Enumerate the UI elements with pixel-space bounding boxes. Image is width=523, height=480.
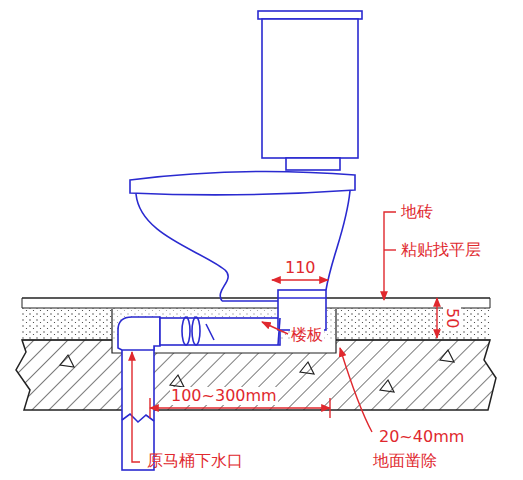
leader-lines-part (262, 322, 288, 334)
floor-tile-part (22, 297, 490, 299)
toilet-part (278, 297, 326, 299)
floor-tile-part (22, 307, 490, 308)
leader-lines-part (384, 249, 396, 250)
material-label: 粘贴找平层 (400, 241, 482, 259)
floor-slab-part-part (300, 362, 314, 374)
dimension-lines-part (272, 279, 328, 280)
dimension-label: 50 (443, 307, 461, 329)
dimension-lines-part (150, 407, 330, 408)
note-label: 地面凿除 (372, 452, 438, 470)
floor-slab-part-part (170, 375, 184, 387)
floor-slab-part-part (440, 350, 454, 362)
floor-tile-part (490, 298, 491, 308)
floor-tile-part (22, 298, 23, 308)
dimension-lines-part (329, 398, 330, 418)
dimension-lines (150, 280, 437, 418)
drain-pipe-part (206, 324, 214, 340)
toilet-part (130, 171, 355, 194)
leader-lines-part (384, 212, 396, 300)
toilet-part (222, 300, 278, 302)
material-label: 楼板 (290, 326, 324, 344)
drain-pipe-part (192, 317, 200, 345)
dimension-label: 100~300mm (170, 387, 278, 405)
leader-lines-part (132, 352, 140, 462)
toilet-part (258, 11, 362, 19)
drain-pipe-part (122, 340, 154, 470)
dimension-lines-part (149, 398, 150, 418)
leader-lines (132, 212, 396, 462)
floor-slab-part-part (60, 355, 74, 367)
toilet (130, 11, 362, 345)
note-label: 原马桶下水口 (146, 452, 244, 470)
note-label: 20~40mm (378, 428, 465, 446)
floor-tile (22, 298, 490, 308)
dimension-lines-part (436, 298, 437, 338)
drain-pipe-part (118, 317, 160, 350)
drain-pipe (118, 317, 280, 470)
toilet-part (286, 158, 340, 170)
toilet-part (278, 318, 280, 345)
material-label: 地砖 (400, 203, 434, 221)
toilet-part (326, 191, 350, 290)
dimension-label: 110 (284, 259, 317, 277)
floor-slab-part-part (380, 380, 394, 392)
drain-pipe-part (122, 414, 154, 422)
toilet-part (262, 19, 358, 158)
toilet-part (136, 194, 228, 301)
leader-lines-part (340, 348, 372, 432)
toilet-part (278, 290, 326, 330)
drain-pipe-part (182, 317, 190, 345)
